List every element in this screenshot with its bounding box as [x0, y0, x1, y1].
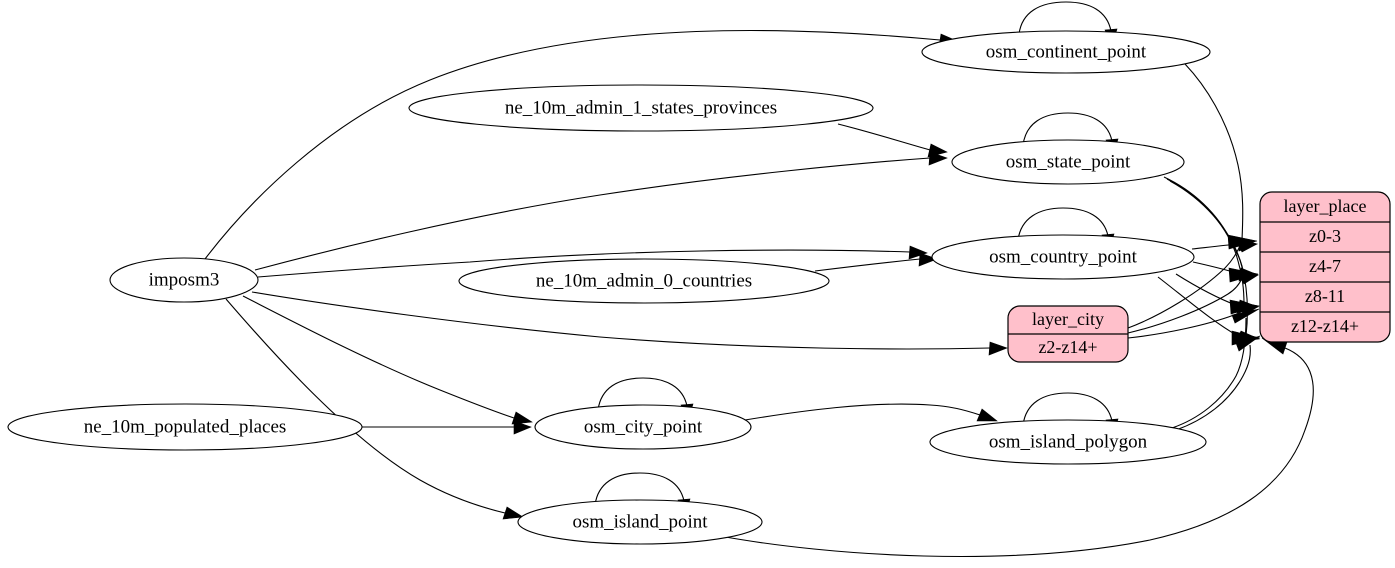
node-label-osm-island-point: osm_island_point — [572, 511, 708, 532]
edge-osm-city-point-to-osm-island-polygon — [744, 403, 998, 422]
node-osm-state-point[interactable]: osm_state_point — [951, 139, 1185, 185]
node-osm-continent-point[interactable]: osm_continent_point — [921, 30, 1211, 74]
node-label-osm-state-point: osm_state_point — [1006, 151, 1131, 172]
node-label-osm-city-point: osm_city_point — [584, 416, 703, 437]
node-osm-country-point[interactable]: osm_country_point — [931, 234, 1195, 280]
edge-imposm3-to-osm-island-point — [225, 298, 524, 520]
node-label-ne-states: ne_10m_admin_1_states_provinces — [505, 97, 777, 118]
node-ne-10m-admin-1-states-provinces[interactable]: ne_10m_admin_1_states_provinces — [408, 84, 874, 132]
node-imposm3[interactable]: imposm3 — [109, 257, 259, 303]
edge-ne-countries-to-osm-country-point — [814, 252, 938, 272]
node-label-ne-places: ne_10m_populated_places — [84, 416, 287, 437]
record-row-layer-city-z2-z14[interactable]: z2-z14+ — [1038, 337, 1097, 357]
edge-osm-island-polygon-to-layer-place-z8-11 — [1171, 308, 1260, 429]
node-osm-island-point[interactable]: osm_island_point — [517, 499, 763, 545]
node-osm-island-polygon[interactable]: osm_island_polygon — [929, 419, 1207, 465]
record-row-layer-place-z0-3[interactable]: z0-3 — [1309, 226, 1341, 246]
record-title-layer-city: layer_city — [1032, 309, 1104, 329]
record-row-layer-place-z12-z14[interactable]: z12-z14+ — [1291, 316, 1359, 336]
edge-imposm3-to-osm-country-point — [257, 245, 928, 278]
node-label-osm-island-polygon: osm_island_polygon — [989, 431, 1148, 452]
edge-layer-city-to-layer-place-z0-3 — [1127, 239, 1258, 329]
node-osm-city-point[interactable]: osm_city_point — [534, 404, 752, 450]
node-label-osm-continent-point: osm_continent_point — [986, 41, 1147, 62]
node-ne-10m-populated-places[interactable]: ne_10m_populated_places — [7, 403, 363, 451]
edge-ne-states-to-osm-state-point — [837, 123, 948, 158]
edge-layer-city-to-layer-place-z4-7 — [1127, 271, 1259, 334]
record-title-layer-place: layer_place — [1284, 196, 1367, 216]
record-node-layer-city[interactable]: layer_city z2-z14+ — [1007, 305, 1129, 363]
edge-ne-places-to-osm-city-point — [362, 420, 532, 435]
node-ne-10m-admin-0-countries[interactable]: ne_10m_admin_0_countries — [458, 258, 830, 304]
record-row-layer-place-z8-11[interactable]: z8-11 — [1305, 286, 1345, 306]
edge-osm-continent-point-to-layer-place-z0-3 — [1184, 63, 1258, 250]
node-label-ne-countries: ne_10m_admin_0_countries — [536, 270, 752, 291]
edge-imposm3-to-osm-continent-point — [204, 29, 958, 260]
record-node-layer-place[interactable]: layer_place z0-3 z4-7 z8-11 z12-z14+ — [1259, 191, 1391, 343]
edge-imposm3-to-osm-state-point — [254, 151, 948, 271]
node-label-imposm3: imposm3 — [149, 269, 220, 290]
edge-imposm3-to-layer-city — [251, 291, 1008, 356]
node-label-osm-country-point: osm_country_point — [989, 246, 1137, 267]
node-layer: imposm3 ne_10m_admin_1_states_provinces … — [7, 30, 1211, 545]
record-row-layer-place-z4-7[interactable]: z4-7 — [1309, 256, 1341, 276]
edge-osm-island-polygon-to-layer-place-z12-z14 — [1175, 335, 1261, 431]
edge-imposm3-to-osm-city-point — [242, 295, 533, 425]
record-layer: layer_place z0-3 z4-7 z8-11 z12-z14+ lay… — [1007, 191, 1391, 363]
